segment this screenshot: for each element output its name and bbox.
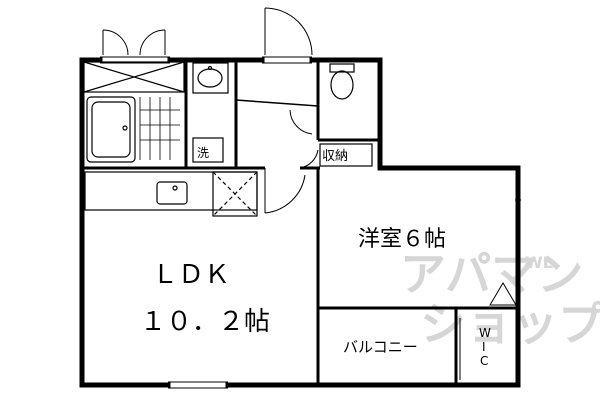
bathroom <box>83 61 185 163</box>
wic-label-i: I <box>482 340 486 354</box>
ldk-size: １０．２帖 <box>140 307 270 337</box>
western-room-label: 洋室６帖 <box>358 227 446 252</box>
windows <box>100 56 521 389</box>
watermark: アパマン ショップ WL <box>400 247 600 351</box>
watermark-line2: ショップ <box>420 297 600 351</box>
toilet-icon <box>329 63 355 100</box>
storage <box>319 143 373 167</box>
washer-label: 洗 <box>197 146 209 160</box>
wic-label-c: C <box>480 354 488 368</box>
ldk-name: ＬＤＫ <box>152 260 230 290</box>
storage-label: 収納 <box>322 149 348 164</box>
kitchen <box>84 171 258 217</box>
watermark-small: WL <box>525 253 553 272</box>
watermark-line1: アパマン <box>400 247 583 301</box>
wic-label-w: W <box>479 326 491 340</box>
balcony-label: バルコニー <box>343 338 418 356</box>
doors <box>102 7 517 306</box>
washroom <box>192 62 229 163</box>
interior-walls <box>82 60 518 385</box>
